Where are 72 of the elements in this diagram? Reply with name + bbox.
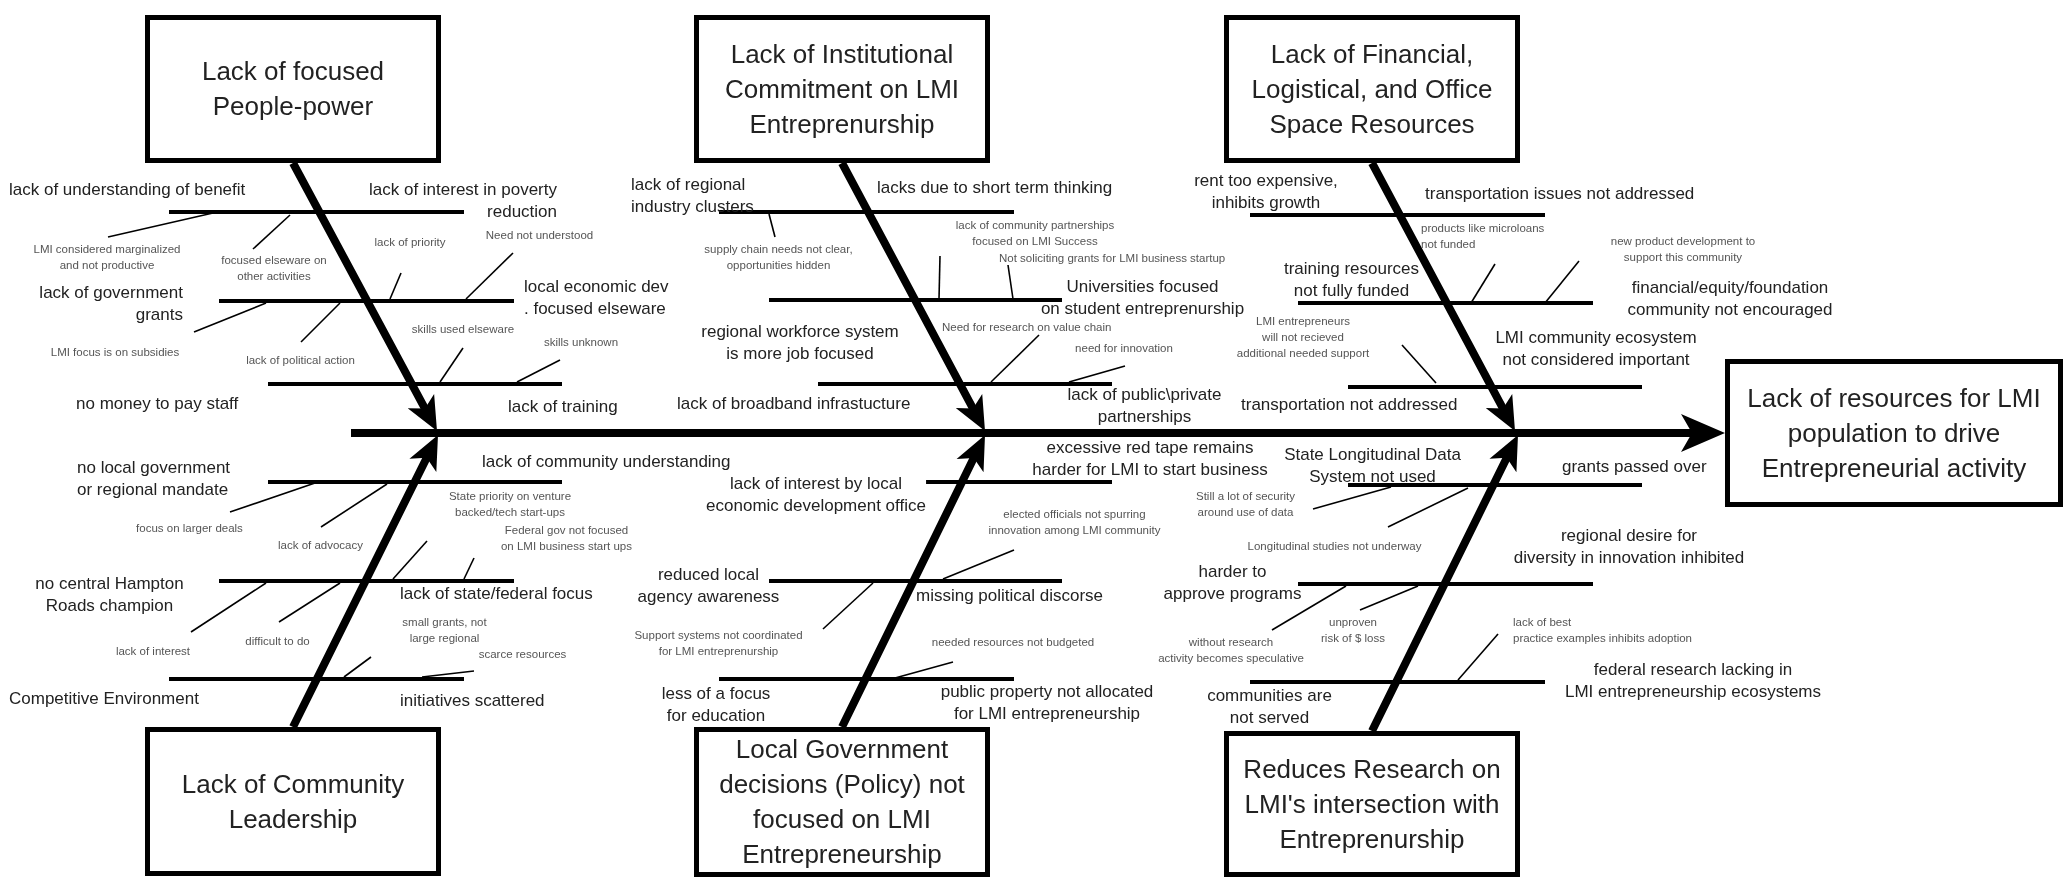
sub-cause-label: products like microloans not funded [1421,221,1545,252]
cause-box: Lack of Institutional Commitment on LMI Entreprenurship [694,15,990,163]
cause-label: no central Hampton Roads champion [35,573,184,617]
sub-cause-label: elected officials not spurring innovation among LMI community [988,507,1161,538]
sub-cause-label: lack of community partnerships focused on LMI Success [955,218,1115,249]
cause-label: less of a focus for education [661,683,771,727]
sub-cause-label: State priority on venture backed/tech start-ups [448,489,572,520]
cause-label: lacks due to short term thinking [877,177,1113,199]
cause-label: LMI community ecosystem not considered important [1495,327,1697,371]
cause-label: lack of interest in poverty reduction [368,179,557,223]
cause-label: public property not allocated for LMI entrepreneurship [940,681,1154,725]
cause-label: missing political discorse [916,585,1104,607]
sub-cause-label: Federal gov not focused on LMI business start ups [501,523,632,554]
cause-label: Competitive Environment [9,688,199,710]
sub-cause-label: skills used elseware [411,322,515,337]
sub-cause-label: Support systems not coordinated for LMI entreprenurship [634,628,803,659]
sub-cause-label: lack of political action [246,353,355,368]
cause-box: Lack of focused People-power [145,15,441,163]
sub-cause-label: Still a lot of security around use of data [1195,489,1296,520]
sub-cause-label: supply chain needs not clear, opportunities hidden [704,242,853,273]
cause-label: rent too expensive, inhibits growth [1194,170,1338,214]
cause-label: Universities focused on student entreprenurship [1040,276,1245,320]
cause-label: lack of regional industry clusters [631,174,754,218]
cause-label: federal research lacking in LMI entrepreneurship ecosystems [1564,659,1822,703]
cause-label: local economic dev . focused elseware [524,276,669,320]
sub-cause-label: scarce resources [478,647,567,662]
sub-cause-label: LMI considered marginalized and not productive [33,242,181,273]
sub-cause-label: focus on larger deals [136,521,243,536]
cause-label: lack of state/federal focus [400,583,593,605]
sub-cause-label: Not soliciting grants for LMI business startup [999,251,1226,266]
sub-cause-label: without research activity becomes speculative [1158,635,1304,666]
cause-label: lack of understanding of benefit [9,179,246,201]
sub-cause-label: lack of best practice examples inhibits adoption [1513,615,1692,646]
sub-cause-label: lack of interest [115,644,191,659]
cause-label: lack of broadband infrastucture [677,393,911,415]
cause-label: grants passed over [1562,456,1707,478]
cause-label: harder to approve programs [1163,561,1302,605]
cause-box: Lack of Community Leadership [145,727,441,876]
sub-cause-label: skills unknown [543,335,619,350]
sub-cause-label: new product development to support this community [1610,234,1756,265]
sub-cause-label: lack of priority [374,235,446,250]
cause-label: lack of training [508,396,618,418]
sub-cause-label: need for innovation [1075,341,1173,356]
cause-label: transportation issues not addressed [1425,183,1695,205]
effect-box: Lack of resources for LMI population to drive Entrepreneurial activity [1725,359,2063,507]
cause-label: lack of government grants [39,282,183,326]
sub-cause-label: LMI focus is on subsidies [50,345,180,360]
cause-label: initiatives scattered [400,690,545,712]
cause-label: no money to pay staff [76,393,239,415]
sub-cause-label: focused elseware on other activities [221,253,327,284]
cause-box: Reduces Research on LMI's intersection with Entreprenurship [1224,731,1520,877]
sub-cause-label: lack of advocacy [278,538,363,553]
cause-label: lack of public\private partnerships [1067,384,1222,428]
sub-cause-label: needed resources not budgeted [931,635,1095,650]
cause-label: no local government or regional mandate [77,457,231,501]
cause-label: communities are not served [1207,685,1332,729]
sub-cause-label: unproven risk of $ loss [1321,615,1385,646]
cause-label: lack of community understanding [482,451,731,473]
cause-box: Local Government decisions (Policy) not focused on LMI Entrepreneurship [694,727,990,877]
cause-label: reduced local agency awareness [637,564,780,608]
cause-label: regional workforce system is more job focused [701,321,899,365]
cause-label: training resources not fully funded [1283,258,1420,302]
sub-cause-label: difficult to do [245,634,310,649]
sub-cause-label: Need not understood [485,228,594,243]
cause-label: transportation not addressed [1241,394,1458,416]
cause-label: financial/equity/foundation community not encouraged [1627,277,1833,321]
cause-label: excessive red tape remains harder for LMI to start business [1032,437,1268,481]
sub-cause-label: Longitudinal studies not underway [1247,539,1422,554]
cause-label: regional desire for diversity in innovation inhibited [1513,525,1745,569]
cause-box: Lack of Financial, Logistical, and Office Space Resources [1224,15,1520,163]
cause-label: State Longitudinal Data System not used [1284,444,1461,488]
sub-cause-label: Need for research on value chain [942,320,1112,335]
